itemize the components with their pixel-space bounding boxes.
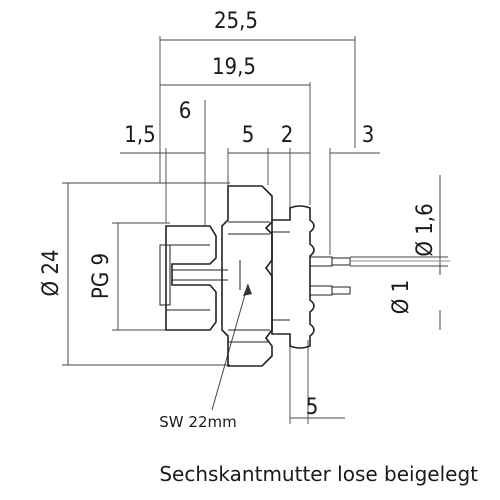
wrench-size-label: SW 22mm [159, 413, 236, 431]
caption: Sechskantmutter lose beigelegt [159, 462, 478, 486]
dim-nut-width: 5 [242, 123, 255, 148]
dim-pin-diameter: Ø 1,6 [413, 203, 438, 256]
dim-flange-offset: 1,5 [124, 123, 155, 148]
dim-thread-spec: PG 9 [89, 253, 114, 299]
dim-panel-thickness: 5 [306, 395, 319, 420]
dim-pin-length: 3 [362, 123, 375, 148]
dimension-labels: 25,5 19,5 1,5 6 5 2 3 Ø 1,6 Ø 24 PG 9 Ø … [39, 9, 478, 486]
dim-thread-length: 6 [179, 99, 192, 124]
dim-overall-length: 25,5 [214, 9, 258, 34]
dim-outer-diameter: Ø 24 [39, 249, 64, 296]
dim-washer-width: 2 [281, 123, 294, 148]
connector-body [159, 185, 450, 367]
dim-pin-small-diameter: Ø 1 [389, 280, 414, 314]
dim-body-length: 19,5 [212, 55, 256, 80]
dimension-lines [62, 36, 448, 424]
